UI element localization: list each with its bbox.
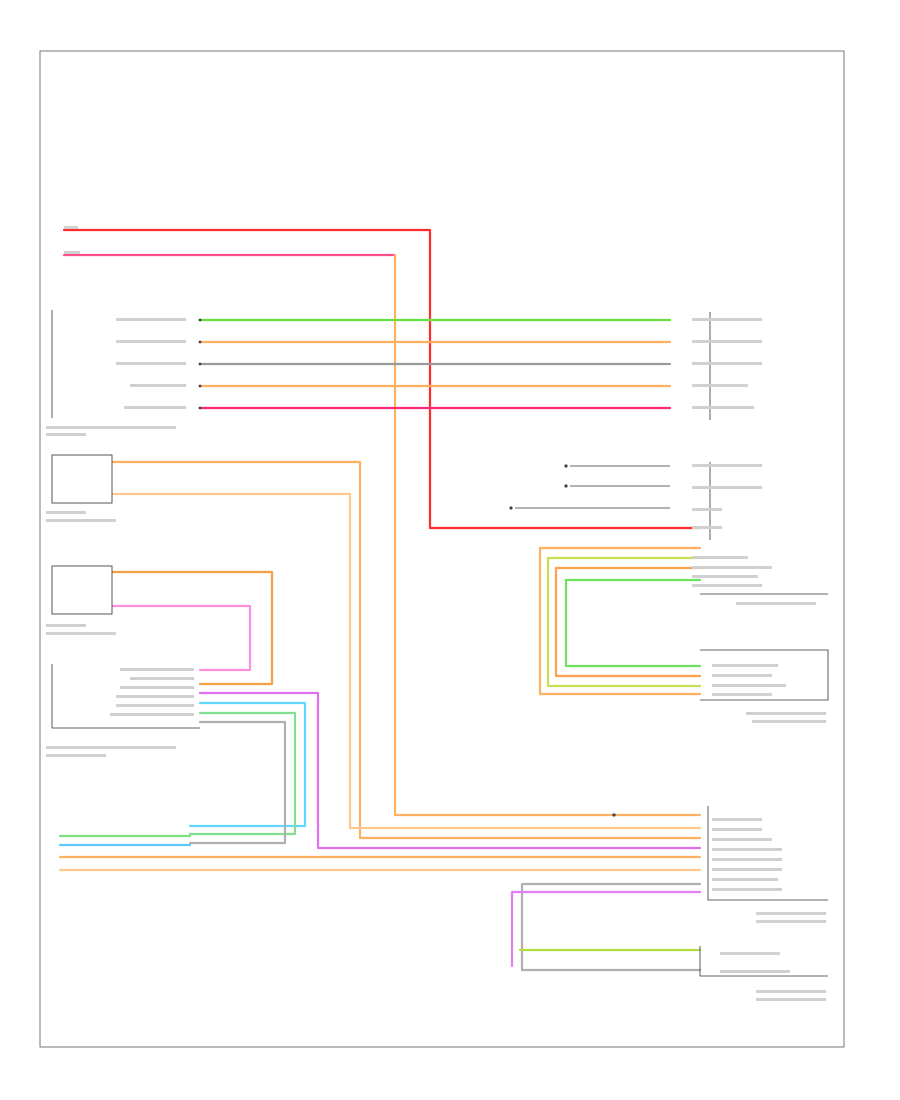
diagram-frame bbox=[39, 50, 845, 1048]
wire-right-green-loop bbox=[564, 578, 702, 668]
wire-cyan-module bbox=[188, 701, 307, 828]
switch-box-lower bbox=[51, 565, 113, 615]
wire-orange-switch-a bbox=[108, 460, 702, 840]
module-bracket-right-e bbox=[707, 806, 828, 901]
wire-pink-switch-d bbox=[108, 604, 252, 672]
wire-orange-feed-vertical bbox=[393, 253, 702, 817]
module-bracket-bottom bbox=[51, 664, 200, 729]
bottom-trunk-wires bbox=[58, 834, 702, 872]
module-bracket-right-f bbox=[699, 946, 828, 977]
wire-grey-lower bbox=[520, 882, 702, 972]
pin-dot bbox=[564, 484, 568, 488]
pin-markers bbox=[198, 318, 616, 817]
power-feed-wires bbox=[62, 228, 702, 817]
wire-right-orange-loop bbox=[538, 546, 702, 696]
wire-green-module bbox=[188, 711, 297, 836]
module-bracket-right-d bbox=[700, 649, 829, 701]
components bbox=[51, 310, 829, 977]
right-switch-wires bbox=[515, 465, 670, 509]
module-wires bbox=[188, 691, 702, 850]
wire-grey-module bbox=[188, 720, 287, 845]
pin-dot bbox=[198, 318, 202, 322]
wire-right-yg-loop bbox=[546, 556, 702, 688]
right-module-wires bbox=[538, 546, 702, 696]
wire-orange-switch-b bbox=[108, 492, 702, 830]
pin-dot bbox=[198, 384, 202, 388]
label-marks bbox=[46, 226, 826, 1001]
pin-dot bbox=[564, 464, 568, 468]
bottom-right-wires bbox=[510, 882, 702, 972]
wire-violet-lower bbox=[510, 890, 702, 968]
seat-switch-wires bbox=[108, 460, 702, 840]
pin-dot bbox=[612, 813, 616, 817]
wire-orange-switch-c bbox=[108, 570, 274, 686]
pin-dot bbox=[198, 340, 202, 344]
wire-right-orange-b-loop bbox=[554, 566, 702, 678]
pin-dot bbox=[198, 406, 202, 410]
harness-wires bbox=[198, 318, 672, 410]
pin-dot bbox=[509, 506, 513, 510]
switch-box-upper bbox=[51, 454, 113, 504]
wire-red-feed bbox=[62, 228, 702, 530]
pin-dot bbox=[198, 362, 202, 366]
wire-violet-module bbox=[198, 691, 702, 850]
